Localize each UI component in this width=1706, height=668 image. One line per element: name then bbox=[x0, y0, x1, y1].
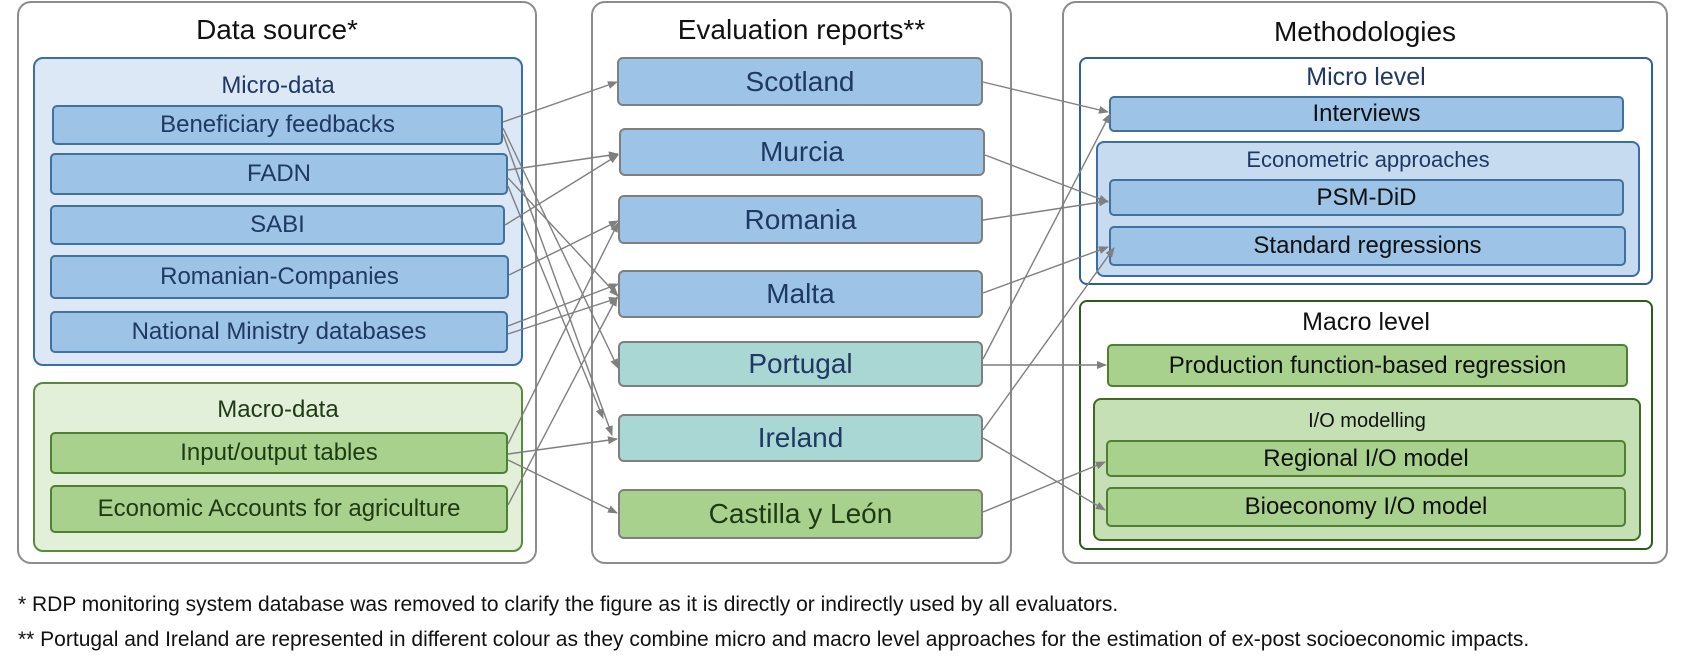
source-economic-accounts-agriculture: Economic Accounts for agriculture bbox=[50, 485, 508, 533]
source-sabi: SABI bbox=[50, 205, 505, 245]
footnote-1: * RDP monitoring system database was rem… bbox=[18, 593, 1119, 616]
method-standard-regressions: Standard regressions bbox=[1109, 226, 1626, 266]
report-scotland: Scotland bbox=[617, 57, 983, 106]
method-regional-io-model: Regional I/O model bbox=[1106, 440, 1626, 477]
micro-level-title: Micro level bbox=[1306, 63, 1426, 91]
method-bioeconomy-io-model: Bioeconomy I/O model bbox=[1106, 487, 1626, 527]
report-romania: Romania bbox=[618, 195, 983, 244]
report-murcia: Murcia bbox=[619, 128, 985, 176]
source-fadn: FADN bbox=[50, 153, 508, 195]
footnote-2: ** Portugal and Ireland are represented … bbox=[18, 628, 1530, 651]
source-input-output-tables: Input/output tables bbox=[50, 432, 508, 474]
methodologies-title: Methodologies bbox=[1273, 16, 1457, 47]
econometric-approaches-title: Econometric approaches bbox=[1246, 147, 1490, 172]
method-production-function-regression: Production function-based regression bbox=[1107, 344, 1628, 387]
report-castilla-y-leon: Castilla y León bbox=[618, 489, 983, 539]
evaluation-reports-title: Evaluation reports** bbox=[677, 14, 926, 45]
method-interviews: Interviews bbox=[1109, 96, 1624, 132]
source-romanian-companies: Romanian-Companies bbox=[50, 255, 509, 299]
macro-level-title: Macro level bbox=[1302, 308, 1430, 336]
report-ireland: Ireland bbox=[618, 414, 983, 462]
data-source-title: Data source* bbox=[196, 14, 358, 45]
io-modelling-title: I/O modelling bbox=[1308, 410, 1426, 432]
source-national-ministry-databases: National Ministry databases bbox=[50, 311, 508, 353]
report-malta: Malta bbox=[618, 270, 983, 318]
macro-data-title: Macro-data bbox=[217, 396, 339, 423]
method-psm-did: PSM-DiD bbox=[1109, 179, 1624, 216]
micro-data-title: Micro-data bbox=[221, 72, 335, 99]
source-beneficiary-feedbacks: Beneficiary feedbacks bbox=[52, 105, 503, 145]
report-portugal: Portugal bbox=[618, 341, 983, 387]
